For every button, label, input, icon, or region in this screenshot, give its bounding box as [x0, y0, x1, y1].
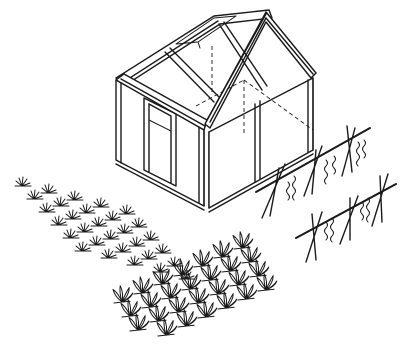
seedling	[115, 243, 131, 252]
seedling	[51, 216, 67, 225]
seedling	[91, 217, 107, 226]
seedling-bed	[15, 177, 195, 279]
seedling	[89, 236, 105, 245]
seedling	[77, 223, 93, 232]
seedling	[67, 191, 83, 200]
seedling	[65, 210, 81, 219]
seedling	[75, 242, 91, 251]
leafy-plant	[113, 286, 133, 303]
seedling	[127, 256, 143, 265]
seedling	[41, 184, 57, 193]
leafy-plant	[133, 277, 153, 294]
seedling	[129, 237, 145, 246]
greenhouse	[116, 10, 316, 212]
seedling	[101, 249, 117, 258]
vegetable-bed	[113, 232, 277, 336]
leafy-plant	[213, 241, 233, 258]
seedling	[143, 231, 159, 240]
seedling	[155, 244, 171, 253]
seedling	[39, 203, 55, 212]
seedling	[119, 205, 135, 214]
seedling	[27, 190, 43, 199]
seedling	[53, 197, 69, 206]
seedling	[117, 224, 133, 233]
seedling	[105, 211, 121, 220]
bean-trellis-front	[296, 174, 396, 262]
seedling	[141, 250, 157, 259]
seedling	[79, 204, 95, 213]
leafy-plant	[233, 232, 253, 249]
seedling	[131, 218, 147, 227]
seedling	[103, 230, 119, 239]
leafy-plant	[193, 250, 213, 267]
seedling	[93, 198, 109, 207]
seedling	[15, 177, 31, 186]
seedling	[63, 229, 79, 238]
